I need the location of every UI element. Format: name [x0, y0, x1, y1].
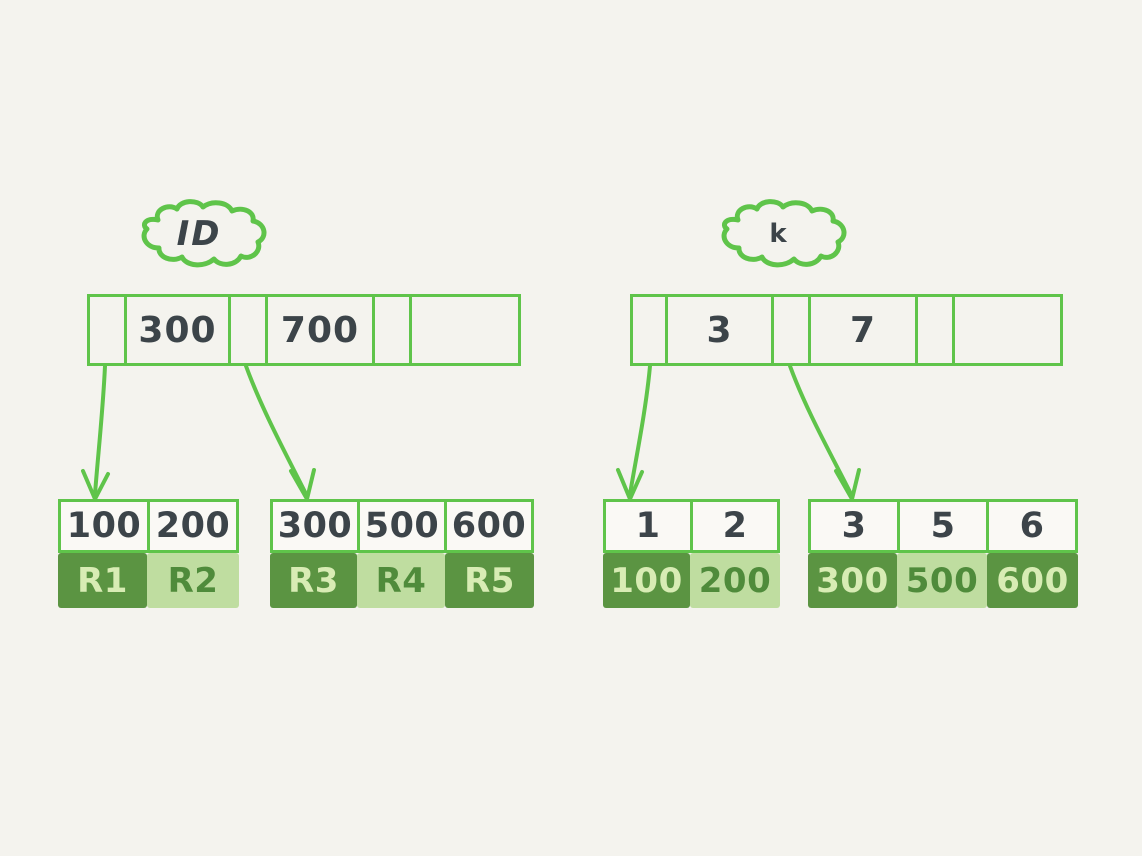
- id-leaf-1-key-0[interactable]: 100: [58, 499, 150, 553]
- cloud-outline-icon: [721, 199, 847, 268]
- arrow-k-root-to-leaf1: [628, 364, 652, 496]
- cloud-label-k-text: k: [769, 219, 789, 249]
- k-leaf-2-key-0[interactable]: 3: [808, 499, 900, 553]
- arrow-id-root-to-leaf2-head: [289, 468, 316, 501]
- k-leaf-2-key-1[interactable]: 5: [897, 499, 989, 553]
- arrow-id-root-to-leaf1: [93, 364, 107, 496]
- k-leaf-1-key-0[interactable]: 1: [603, 499, 693, 553]
- k-leaf-1-payload-1[interactable]: 200: [690, 553, 780, 608]
- k-leaf-2-payload-row: 300 500 600: [808, 553, 1078, 608]
- k-root-empty-cell[interactable]: [952, 294, 1063, 366]
- id-leaf-2-payload-2[interactable]: R5: [445, 553, 534, 608]
- k-leaf-1-keys-row: 1 2: [603, 499, 780, 553]
- cloud-outline-icon: [141, 199, 267, 268]
- id-root-pointer-0[interactable]: [87, 294, 127, 366]
- k-leaf-2-payload-0[interactable]: 300: [808, 553, 897, 608]
- id-leaf-1-keys-row: 100 200: [58, 499, 239, 553]
- id-root-pointer-1[interactable]: [228, 294, 268, 366]
- cloud-label-k: k: [708, 198, 850, 270]
- id-root-key-700[interactable]: 700: [265, 294, 375, 366]
- id-leaf-2-payload-0[interactable]: R3: [270, 553, 357, 608]
- id-leaf-2-key-1[interactable]: 500: [357, 499, 447, 553]
- id-leaf-2-keys-row: 300 500 600: [270, 499, 534, 553]
- k-leaf-2-payload-2[interactable]: 600: [987, 553, 1078, 608]
- k-leaf-2[interactable]: 3 5 6 300 500 600: [808, 499, 1078, 608]
- id-root-key-300[interactable]: 300: [124, 294, 231, 366]
- id-leaf-1-payload-row: R1 R2: [58, 553, 239, 608]
- k-root-pointer-0[interactable]: [630, 294, 668, 366]
- id-leaf-2[interactable]: 300 500 600 R3 R4 R5: [270, 499, 534, 608]
- cloud-label-id-text: ID: [176, 214, 222, 254]
- id-leaf-1[interactable]: 100 200 R1 R2: [58, 499, 239, 608]
- id-root-pointer-2[interactable]: [372, 294, 412, 366]
- k-leaf-1[interactable]: 1 2 100 200: [603, 499, 780, 608]
- k-root-node[interactable]: 3 7: [630, 294, 1063, 366]
- k-leaf-1-key-1[interactable]: 2: [690, 499, 780, 553]
- id-leaf-2-key-2[interactable]: 600: [444, 499, 534, 553]
- k-leaf-2-payload-1[interactable]: 500: [897, 553, 987, 608]
- k-leaf-2-keys-row: 3 5 6: [808, 499, 1078, 553]
- id-leaf-2-payload-row: R3 R4 R5: [270, 553, 534, 608]
- id-leaf-2-payload-1[interactable]: R4: [357, 553, 445, 608]
- id-leaf-1-payload-1[interactable]: R2: [147, 553, 239, 608]
- id-leaf-1-key-1[interactable]: 200: [147, 499, 239, 553]
- arrow-k-root-to-leaf2-head: [834, 468, 861, 501]
- id-leaf-1-payload-0[interactable]: R1: [58, 553, 147, 608]
- cloud-label-id: ID: [128, 198, 270, 270]
- k-root-key-3[interactable]: 3: [665, 294, 774, 366]
- k-root-key-7[interactable]: 7: [808, 294, 918, 366]
- id-root-node[interactable]: 300 700: [87, 294, 521, 366]
- id-root-empty-cell[interactable]: [409, 294, 521, 366]
- k-leaf-1-payload-row: 100 200: [603, 553, 780, 608]
- k-leaf-2-key-2[interactable]: 6: [986, 499, 1078, 553]
- k-root-pointer-1[interactable]: [771, 294, 811, 366]
- arrow-k-root-to-leaf2: [788, 364, 853, 496]
- id-leaf-2-key-0[interactable]: 300: [270, 499, 360, 553]
- arrow-id-root-to-leaf2: [244, 364, 308, 496]
- arrow-id-root-to-leaf1-head: [81, 469, 110, 501]
- k-root-pointer-2[interactable]: [915, 294, 955, 366]
- arrow-k-root-to-leaf1-head: [616, 468, 644, 501]
- k-leaf-1-payload-0[interactable]: 100: [603, 553, 690, 608]
